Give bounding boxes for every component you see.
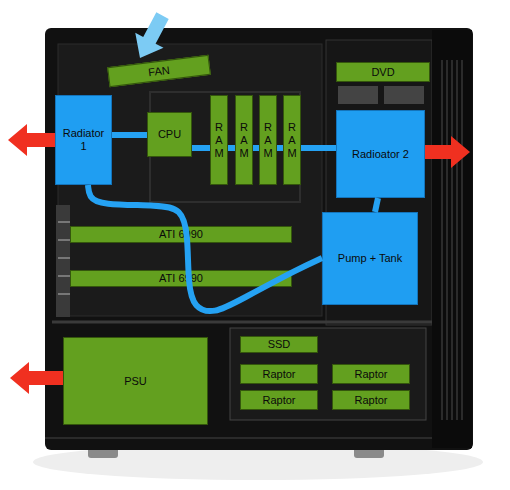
component-label: Raptor bbox=[262, 368, 295, 381]
component-label: Radioator 2 bbox=[352, 148, 409, 161]
exhaust-arrow bbox=[10, 362, 63, 394]
radiator-box: Radiator 1 bbox=[55, 95, 112, 185]
bay-cover bbox=[338, 86, 378, 104]
component-label: Pump + Tank bbox=[338, 252, 402, 265]
exhaust-arrow bbox=[425, 136, 470, 168]
slot-bracket bbox=[58, 239, 70, 241]
coolant-tube bbox=[88, 185, 322, 311]
component-label: ATI 6990 bbox=[159, 228, 203, 241]
vent-line bbox=[456, 60, 458, 420]
ram-stick: RAM bbox=[235, 95, 253, 185]
radiator-box: Radioator 2 bbox=[336, 110, 425, 198]
bay-cover bbox=[384, 86, 424, 104]
component-label: Raptor bbox=[262, 394, 295, 407]
intake-arrow bbox=[126, 8, 177, 65]
component-label: DVD bbox=[371, 66, 394, 79]
vent-line bbox=[461, 60, 463, 420]
component-label: SSD bbox=[268, 338, 291, 351]
drive-box: Raptor bbox=[240, 390, 318, 410]
coolant-tube bbox=[301, 145, 336, 151]
ram-stick: RAM bbox=[283, 95, 301, 185]
component-label: FAN bbox=[148, 63, 171, 79]
component-label: ATI 6990 bbox=[159, 272, 203, 285]
component-label: Raptor bbox=[354, 394, 387, 407]
gpu-card: ATI 6990 bbox=[70, 270, 292, 287]
coolant-tube bbox=[228, 145, 235, 151]
drive-cage bbox=[230, 328, 426, 420]
pump-box: Pump + Tank bbox=[322, 212, 418, 305]
psu-shroud bbox=[52, 321, 432, 324]
ram-stick: RAM bbox=[259, 95, 277, 185]
component-label: PSU bbox=[124, 375, 147, 388]
vent-line bbox=[441, 60, 443, 420]
component-label: RAM bbox=[214, 121, 224, 160]
slot-bracket bbox=[58, 293, 70, 295]
gpu-card: ATI 6990 bbox=[70, 226, 292, 243]
vent-line bbox=[451, 60, 453, 420]
slot-bracket bbox=[58, 221, 70, 223]
drive-box: Raptor bbox=[240, 364, 318, 384]
expansion-slots bbox=[56, 205, 70, 317]
front-panel bbox=[432, 30, 472, 448]
vent-line bbox=[446, 60, 448, 420]
drive-box: DVD bbox=[336, 62, 430, 82]
slot-bracket bbox=[58, 257, 70, 259]
component-label: RAM bbox=[263, 121, 273, 160]
component-label: RAM bbox=[287, 121, 297, 160]
slot-bracket bbox=[58, 275, 70, 277]
psu-box: PSU bbox=[63, 337, 208, 425]
drive-box: Raptor bbox=[332, 364, 410, 384]
drive-box: Raptor bbox=[332, 390, 410, 410]
exhaust-arrow bbox=[8, 124, 55, 156]
coolant-tube bbox=[375, 198, 378, 212]
drive-box: SSD bbox=[240, 336, 318, 353]
coolant-tube bbox=[112, 132, 147, 138]
ram-stick: RAM bbox=[210, 95, 228, 185]
coolant-tube bbox=[192, 145, 210, 151]
component-label: Raptor bbox=[354, 368, 387, 381]
case-bottom-edge bbox=[45, 437, 432, 439]
front-vents bbox=[442, 60, 462, 420]
cpu-box: CPU bbox=[147, 112, 192, 157]
case-body bbox=[45, 28, 473, 450]
component-label: RAM bbox=[239, 121, 249, 160]
component-label: Radiator 1 bbox=[56, 127, 111, 153]
component-label: CPU bbox=[158, 128, 181, 141]
intake-arrow-group bbox=[126, 8, 177, 65]
